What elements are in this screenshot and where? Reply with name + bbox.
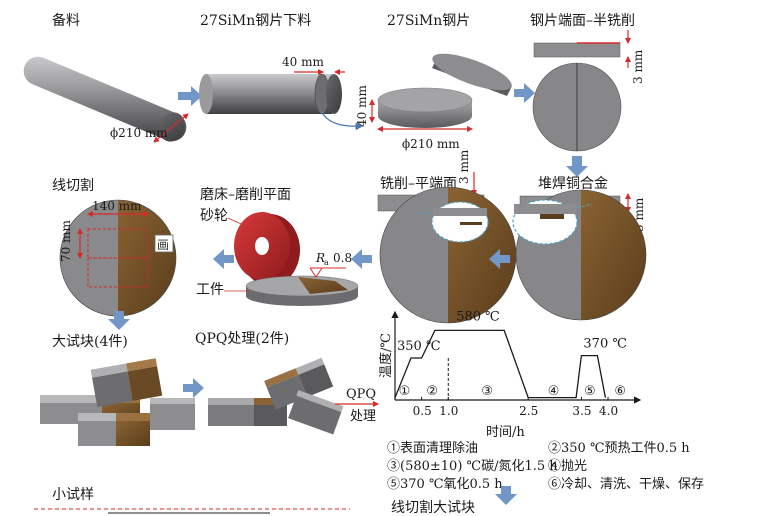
label-grinder: 磨床–磨削平面 bbox=[200, 187, 291, 203]
label-wire-cut-big: 线切割大试块 bbox=[391, 499, 475, 516]
flow-arrow-left-3 bbox=[489, 249, 510, 269]
flow-arrow-2 bbox=[514, 83, 535, 103]
flow-arrow-1 bbox=[178, 86, 202, 106]
dim-len40: 40 mm bbox=[282, 55, 324, 69]
stage-marker: ③ bbox=[481, 384, 493, 399]
label-big-sample: 大试块(4件) bbox=[52, 334, 128, 350]
stage-marker: ① bbox=[399, 384, 411, 399]
label-overlay-copper: 堆焊铜合金 bbox=[538, 176, 608, 192]
workpiece-plate bbox=[245, 275, 359, 306]
roughness-symbol: R a 0.8 bbox=[309, 251, 352, 278]
legend-s1: ①表面清理除油 bbox=[387, 441, 478, 456]
label-workpiece: 工件 bbox=[196, 282, 224, 298]
dim-phi210-bar: ϕ210 mm bbox=[110, 126, 168, 140]
grinding-wheel bbox=[234, 212, 300, 286]
label-small-sample: 小试样 bbox=[52, 487, 94, 503]
svg-text:画: 画 bbox=[157, 238, 169, 252]
svg-text:a: a bbox=[324, 258, 329, 267]
stage-marker: ② bbox=[426, 384, 438, 399]
x-tick-label: 2.5 bbox=[519, 404, 538, 418]
temperature-annotation: 370 ℃ bbox=[583, 337, 627, 352]
zoom-bubble-left bbox=[420, 201, 489, 243]
flow-arrow-down-1 bbox=[566, 156, 588, 177]
wire-cut-disk bbox=[59, 199, 177, 317]
label-end-half-mill: 钢片端面–半铣削 bbox=[530, 13, 635, 29]
flow-arrow-3 bbox=[183, 378, 204, 398]
dim-cut70: 70 mm bbox=[59, 220, 73, 262]
legend-s3: ③(580±10) ℃碳/氮化1.5 h bbox=[387, 459, 558, 474]
stage-marker: ⑥ bbox=[614, 384, 626, 399]
svg-text:0.8: 0.8 bbox=[333, 251, 352, 265]
x-tick-label: 1.0 bbox=[439, 404, 458, 418]
dim-phi210-sheet: ϕ210 mm bbox=[402, 137, 460, 151]
big-sample-blocks bbox=[40, 358, 195, 446]
temperature-curve bbox=[394, 329, 607, 399]
temperature-annotation: 350 ℃ bbox=[397, 339, 441, 354]
zoom-bubble-right bbox=[512, 199, 593, 245]
flow-arrow-left-2 bbox=[351, 249, 372, 269]
label-sheet-cutting: 27SiMn钢片下料 bbox=[200, 13, 311, 29]
dim-mill3b: 3 mm bbox=[457, 149, 471, 184]
sheet-disk-tilted bbox=[432, 53, 512, 96]
sheet-disk bbox=[377, 87, 473, 128]
dim-cut140: 140 mm bbox=[92, 199, 142, 213]
label-qpq-arrow-2: 处理 bbox=[350, 409, 376, 424]
qpq-blocks bbox=[208, 357, 344, 435]
label-wheel: 砂轮 bbox=[200, 208, 228, 224]
x-tick-label: 3.5 bbox=[572, 404, 591, 418]
label-wire-cut: 线切割 bbox=[52, 177, 94, 194]
label-sheet: 27SiMn钢片 bbox=[387, 13, 470, 29]
dim-line-phi210-bar bbox=[153, 113, 189, 143]
flow-arrow-down-3 bbox=[495, 486, 517, 505]
chart-ylabel: 温度/℃ bbox=[378, 333, 394, 378]
x-tick-label: 4.0 bbox=[599, 404, 618, 418]
cut-cylinder bbox=[199, 73, 342, 115]
label-bar-stock: 备料 bbox=[52, 12, 80, 29]
legend-s6: ⑥冷却、清洗、干燥、保存 bbox=[548, 477, 704, 492]
label-qpq-arrow-1: QPQ bbox=[346, 387, 376, 402]
half-mill-disk bbox=[532, 62, 622, 152]
legend-s2: ②350 ℃预热工件0.5 h bbox=[548, 441, 690, 456]
flow-arrow-down-2 bbox=[108, 311, 130, 330]
image-icon[interactable]: 画 bbox=[154, 234, 174, 253]
flow-arrow-left-1 bbox=[213, 249, 234, 269]
stage-marker: ⑤ bbox=[584, 384, 596, 399]
legend-s5: ⑤370 ℃氧化0.5 h bbox=[387, 477, 503, 492]
label-qpq-two: QPQ处理(2件) bbox=[195, 331, 289, 347]
temperature-annotation: 580 ℃ bbox=[456, 309, 500, 324]
milled-plate-top bbox=[533, 42, 621, 58]
chart-xlabel: 时间/h bbox=[486, 425, 525, 440]
curved-arrow bbox=[321, 111, 364, 131]
qpq-temperature-chart: 温度/℃ 时间/h 0.5 1.0 2.5 3.5 4.0 350 ℃ 580 ℃ 370 ℃… bbox=[378, 309, 642, 440]
process-legend: ①表面清理除油 ②350 ℃预热工件0.5 h ③(580±10) ℃碳/氮化1… bbox=[387, 441, 704, 492]
stage-marker: ④ bbox=[548, 384, 560, 399]
dim-mill3: 3 mm bbox=[631, 49, 645, 84]
dim-thick40: 40 mm bbox=[355, 85, 369, 127]
x-tick-label: 0.5 bbox=[413, 404, 432, 418]
svg-text:R: R bbox=[315, 251, 325, 265]
legend-s4: ④抛光 bbox=[548, 459, 587, 474]
